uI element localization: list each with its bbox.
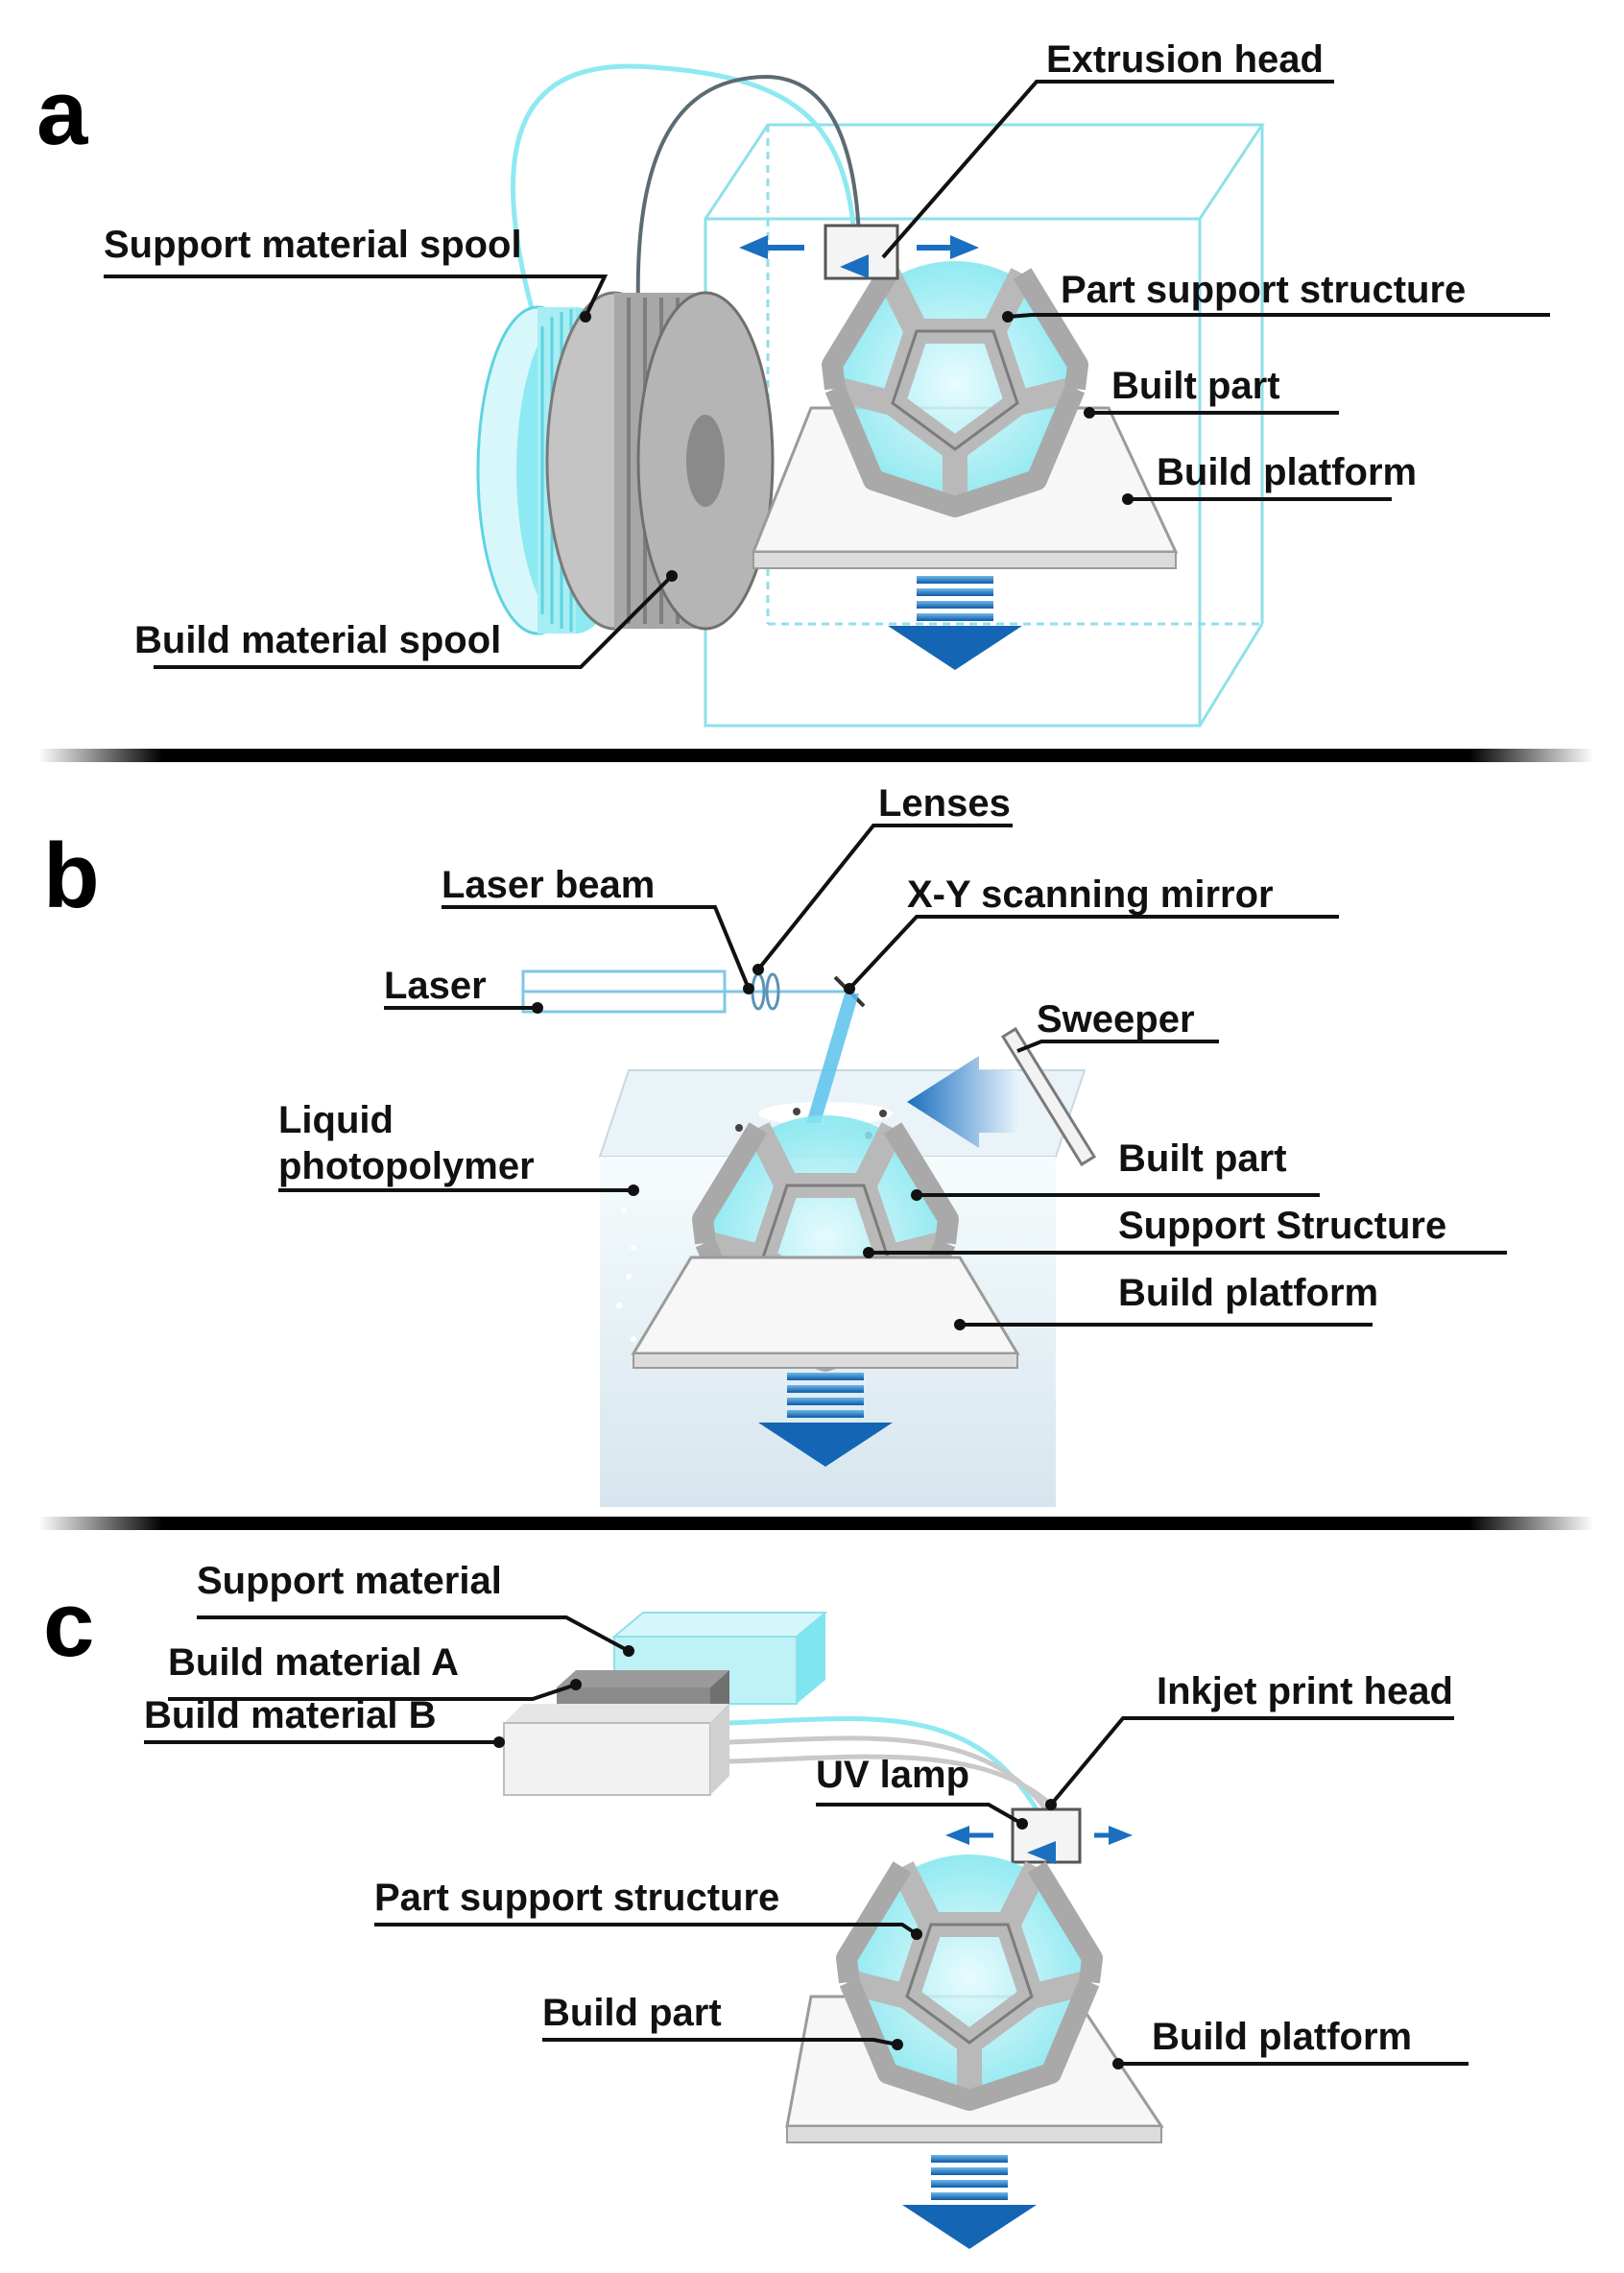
- build-chamber: [704, 123, 1265, 728]
- label-part-support-structure-a: Part support structure: [1061, 269, 1466, 311]
- panel-c: c: [43, 1560, 1469, 2249]
- leaders-a: [104, 80, 1550, 669]
- label-build-material-b: Build material B: [144, 1694, 437, 1736]
- bubbles: [616, 1207, 636, 1342]
- panel-letter-b: b: [43, 825, 100, 927]
- label-photopolymer: photopolymer: [278, 1145, 535, 1187]
- feed-tube-3: [728, 1754, 1058, 1811]
- label-lenses: Lenses: [878, 782, 1011, 825]
- inkjet-print-head: [945, 1807, 1133, 1864]
- label-build-platform-c: Build platform: [1152, 2016, 1412, 2058]
- leaders-c: [144, 1615, 1469, 2070]
- label-build-platform-a: Build platform: [1157, 451, 1417, 493]
- label-sweeper: Sweeper: [1037, 998, 1195, 1041]
- sweeper: [907, 1026, 1097, 1167]
- label-uv-lamp: UV lamp: [816, 1754, 969, 1796]
- build-platform-b: [631, 1256, 1020, 1369]
- material-cartridges: [503, 1612, 828, 1796]
- label-inkjet-print-head: Inkjet print head: [1157, 1670, 1453, 1712]
- label-laser: Laser: [384, 965, 487, 1007]
- panel-letter-a: a: [36, 61, 88, 164]
- label-built-part-b: Built part: [1118, 1137, 1287, 1180]
- build-part-c: [847, 1854, 1092, 2100]
- label-build-part-c: Build part: [542, 1992, 722, 2034]
- label-build-material-a: Build material A: [168, 1641, 459, 1684]
- panel-b: b: [43, 782, 1507, 1507]
- label-part-support-structure-c: Part support structure: [374, 1877, 779, 1919]
- separator-1: [38, 749, 1593, 762]
- separator-2: [38, 1517, 1593, 1530]
- laser-assembly: [521, 969, 866, 1123]
- label-support-material-spool: Support material spool: [104, 224, 522, 266]
- label-build-platform-b: Build platform: [1118, 1272, 1378, 1314]
- label-laser-beam: Laser beam: [442, 864, 655, 906]
- panel-letter-c: c: [43, 1573, 94, 1676]
- label-extrusion-head: Extrusion head: [1046, 38, 1324, 81]
- leaders-b: [278, 824, 1507, 1330]
- panel-a: a: [36, 38, 1550, 728]
- built-part-a: [832, 261, 1078, 507]
- build-filament-tube: [635, 74, 861, 308]
- support-filament-tube: [511, 63, 857, 313]
- label-build-material-spool: Build material spool: [134, 619, 501, 661]
- label-xy-scanning-mirror: X-Y scanning mirror: [907, 873, 1274, 916]
- build-material-spool: [545, 291, 775, 631]
- downward-arrow-c: [902, 2155, 1037, 2249]
- label-liquid: Liquid: [278, 1099, 394, 1141]
- label-built-part-a: Built part: [1111, 365, 1280, 407]
- label-support-material: Support material: [197, 1560, 502, 1602]
- label-support-structure-b: Support Structure: [1118, 1205, 1446, 1247]
